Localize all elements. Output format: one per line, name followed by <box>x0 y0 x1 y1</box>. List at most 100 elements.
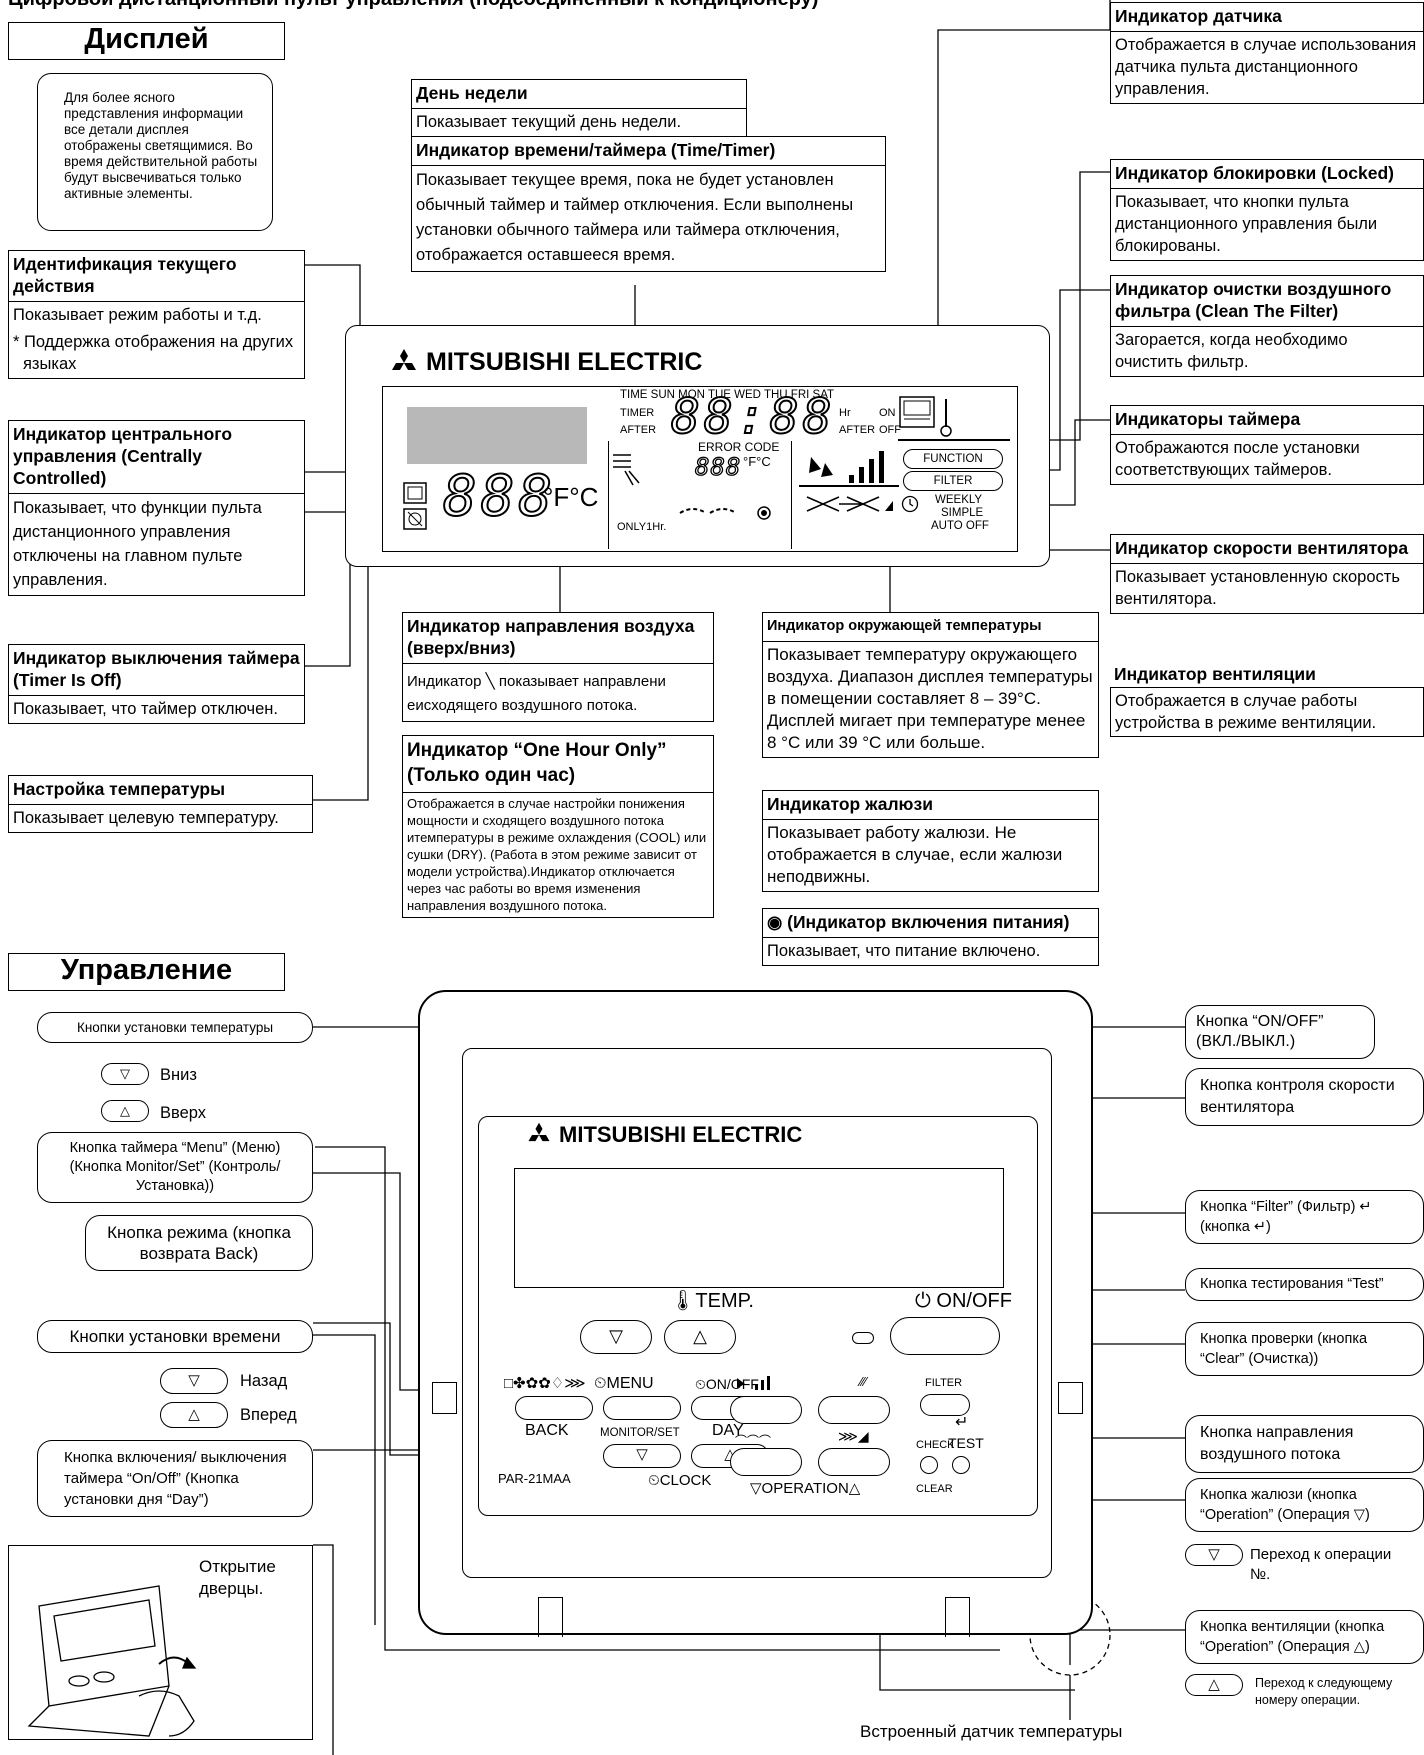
lcd-screen: TIME SUN MON TUE WED THU FRI SAT TIMER A… <box>382 386 1018 552</box>
box-weekday-body: Показывает текущий день недели. <box>416 113 682 131</box>
hinge-left <box>432 1382 457 1414</box>
down-key-sample: ▽ <box>101 1063 149 1085</box>
central-control-icons <box>403 482 427 530</box>
box-locked-body: Показывает, что кнопки пульта дистанцион… <box>1115 193 1378 255</box>
door-open-drawing <box>27 1585 197 1737</box>
airflow-icon: ⁄⁄⁄ <box>860 1374 867 1389</box>
filter-label: FILTER <box>925 1377 963 1389</box>
lcd-brand: MITSUBISHI ELECTRIC <box>388 348 702 377</box>
control-header: Управление <box>8 953 285 991</box>
box-weekday-title: День недели <box>412 80 746 109</box>
box-timeroff: Индикатор выключения таймера (Timer Is O… <box>8 644 305 724</box>
callout-fan: Кнопка контроля скорости вентилятора <box>1185 1068 1424 1126</box>
clock-label: ⏲CLOCK <box>648 1472 711 1490</box>
display-note: Для более ясного представления информаци… <box>37 73 273 231</box>
box-louver-title: Индикатор жалюзи <box>763 791 1098 820</box>
label-back: Назад <box>240 1372 288 1390</box>
callout-filter: Кнопка “Filter” (Фильтр) ↵ (кнопка ↵) <box>1185 1190 1424 1244</box>
callout-mode: Кнопка режима (кнопка возврата Back) <box>85 1215 313 1271</box>
menu-monitor-button[interactable] <box>603 1396 681 1420</box>
box-fanspeed-body: Показывает установленную скорость вентил… <box>1111 564 1423 614</box>
clock-back-button[interactable]: ▽ <box>603 1444 681 1468</box>
test-button[interactable] <box>952 1456 970 1474</box>
box-central-body: Показывает, что функции пульта дистанцио… <box>13 499 262 589</box>
lcd-off: OFF <box>879 424 901 436</box>
callout-menu-timer: Кнопка таймера “Menu” (Меню) (Кнопка Mon… <box>37 1132 313 1203</box>
foot-left <box>538 1597 563 1637</box>
mitsubishi-logo-icon <box>528 1122 550 1142</box>
timer-icon: ⏲ <box>695 1376 706 1392</box>
operation-label: ▽OPERATION△ <box>750 1480 861 1497</box>
timer-icon: ⏲ <box>594 1375 607 1392</box>
hinge-right <box>1058 1382 1083 1414</box>
check-button[interactable] <box>920 1456 938 1474</box>
day-label: DAY <box>712 1422 744 1439</box>
label-down: Вниз <box>160 1066 197 1084</box>
box-airdir-body: Индикатор ╲ показывает направлени еисход… <box>407 673 666 714</box>
mode-icons: □✤✿✿♢⋙ <box>504 1375 586 1392</box>
door-label: Открытие дверцы. <box>199 1557 276 1598</box>
menu-label-text: MENU <box>606 1375 654 1392</box>
callout-check: Кнопка проверки (кнопка “Clear” (Очистка… <box>1185 1322 1424 1376</box>
box-louver: Индикатор жалюзи Показывает работу жалюз… <box>762 790 1099 892</box>
door-illustration: Открытие дверцы. <box>8 1545 313 1740</box>
box-timers-title: Индикаторы таймера <box>1111 406 1423 435</box>
operation-label-text: OPERATION <box>761 1480 849 1497</box>
lcd-temp-unit: °F°C <box>543 482 599 512</box>
box-weekday: День недели Показывает текущий день неде… <box>411 79 747 137</box>
display-header: Дисплей <box>8 22 285 60</box>
onoff-button[interactable] <box>890 1317 1000 1355</box>
box-power-body: Показывает, что питание включено. <box>767 942 1041 960</box>
lcd-temp-small-unit: °F°C <box>743 454 771 469</box>
lcd-timer-label: TIMER <box>620 407 655 419</box>
lcd-simple: SIMPLE <box>941 507 984 519</box>
box-timeroff-body: Показывает, что таймер отключен. <box>13 700 278 718</box>
box-vent-body: Отображается в случае работы устройства … <box>1110 688 1424 737</box>
remote-screen <box>514 1168 1004 1288</box>
box-filter-title: Индикатор очистки воздушного фильтра (Cl… <box>1111 276 1423 327</box>
louver-button[interactable] <box>730 1448 802 1476</box>
temp-label: 🌡︎TEMP. <box>670 1291 754 1311</box>
box-settemp-body: Показывает целевую температуру. <box>13 809 279 827</box>
louver-icon: ⌒⌒⌒ <box>735 1434 772 1448</box>
callout-onoff: Кнопка “ON/OFF” (ВКЛ./ВЫКЛ.) <box>1185 1005 1375 1059</box>
vent-icon: ⋙◢ <box>838 1428 869 1444</box>
label-next-num: Переход к следующему номеру операции. <box>1255 1676 1393 1707</box>
lcd-function: FUNCTION <box>903 449 1003 469</box>
remote-brand-text: MITSUBISHI ELECTRIC <box>559 1122 803 1147</box>
onoff-label: ⏻ ON/OFF <box>915 1290 1012 1312</box>
callout-vent: Кнопка вентиляции (кнопка “Operation” (О… <box>1185 1610 1424 1664</box>
lcd-divider-3 <box>898 439 1010 441</box>
filter-button[interactable] <box>920 1394 970 1416</box>
callout-time-buttons: Кнопки установки времени <box>37 1320 313 1353</box>
air-direction-icon <box>613 454 640 486</box>
fan-speed-button[interactable] <box>730 1396 802 1424</box>
box-settemp-title: Настройка температуры <box>9 776 312 805</box>
remote-panel <box>478 1116 1038 1516</box>
onoff2-label: ⏲ON/OFF <box>695 1375 759 1393</box>
monitor-label: MONITOR/SET <box>600 1427 680 1439</box>
mode-back-button[interactable] <box>515 1396 593 1420</box>
current-action-area <box>407 407 587 464</box>
box-locked-title: Индикатор блокировки (Locked) <box>1111 160 1423 189</box>
fan-speed-icon <box>799 451 899 512</box>
box-vent: Индикатор вентиляции Отображается в случ… <box>1110 661 1424 737</box>
fan-button-icon <box>735 1374 775 1397</box>
box-central-title: Индикатор центрального управления (Centr… <box>9 421 304 494</box>
label-forward: Вперед <box>240 1406 297 1424</box>
status-lamp <box>852 1332 874 1344</box>
box-current: Идентификация текущего действия Показыва… <box>8 250 305 379</box>
vent-button[interactable] <box>818 1448 890 1476</box>
mitsubishi-logo-icon <box>392 348 416 370</box>
onoff-label-text: ON/OFF <box>936 1290 1012 1312</box>
lcd-after-label: AFTER <box>620 424 657 436</box>
airflow-button[interactable] <box>818 1396 890 1424</box>
box-timer-title: Индикатор времени/таймера (Time/Timer) <box>412 137 885 166</box>
box-sensor-title: Индикатор датчика <box>1111 3 1423 32</box>
box-fanspeed-title: Индикатор скорости вентилятора <box>1111 535 1423 564</box>
clock-icon: ⏲ <box>648 1472 660 1489</box>
test-label: TEST <box>948 1435 984 1451</box>
box-airdir-title: Индикатор направления воздуха (вверх/вни… <box>403 613 713 664</box>
temp-up-button[interactable]: △ <box>664 1320 736 1354</box>
temp-down-button[interactable]: ▽ <box>580 1320 652 1354</box>
